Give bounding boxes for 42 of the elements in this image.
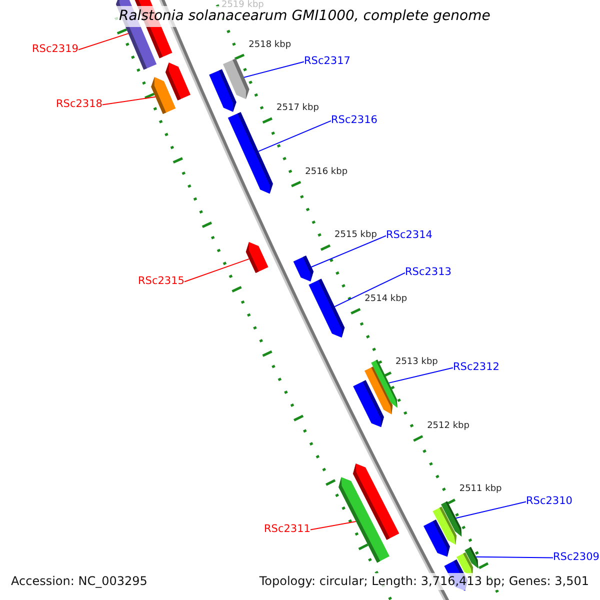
gene-label: RSc2317 — [304, 56, 350, 68]
gene-feature — [151, 77, 176, 114]
gene-feature — [338, 477, 390, 563]
gene-feature — [246, 242, 268, 273]
gene-label: RSc2313 — [405, 267, 452, 279]
scale-label: 2512 kbp — [427, 422, 470, 432]
gene-label: RSc2319 — [32, 44, 78, 56]
gene-label: RSc2312 — [453, 362, 500, 374]
gene-label: RSc2311 — [264, 524, 310, 536]
footer-text: Accession: NC_003295 — [9, 573, 150, 590]
scale-label: 2518 kbp — [248, 40, 292, 51]
leader-line — [455, 501, 526, 519]
gene-label: RSc2315 — [138, 276, 184, 288]
gene-feature — [228, 112, 273, 194]
leader-line — [244, 61, 304, 78]
footer-text: Topology: circular; Length: 3,716,413 bp; Genes: 3,501 — [257, 573, 591, 590]
gene-feature — [371, 360, 398, 408]
leader-line — [334, 272, 406, 308]
leader-line — [310, 520, 356, 530]
gene-label: RSc2314 — [386, 230, 432, 242]
gene-feature — [223, 58, 250, 100]
leader-line — [184, 258, 250, 282]
scale-label: 2514 kbp — [364, 294, 408, 305]
gene-feature — [293, 256, 314, 282]
gene-feature — [464, 546, 478, 568]
gene-label: RSc2316 — [331, 115, 378, 127]
gene-label: RSc2310 — [526, 496, 572, 508]
gene-feature — [308, 278, 345, 338]
leader-line — [102, 96, 156, 106]
gene-feature — [441, 501, 462, 537]
scale-label: 2513 kbp — [395, 358, 438, 368]
scale-label: 2515 kbp — [334, 231, 377, 242]
leader-line — [388, 367, 454, 384]
gene-label: RSc2309 — [553, 552, 600, 564]
leader-line — [258, 120, 332, 152]
leader-line — [310, 235, 386, 268]
leader-line — [78, 33, 129, 50]
scale-label: 2511 kbp — [459, 485, 502, 496]
gene-label: RSc2318 — [56, 99, 102, 111]
scale-label: 2516 kbp — [305, 168, 348, 178]
leader-line — [476, 556, 554, 558]
scale-label: 2517 kbp — [276, 104, 319, 114]
